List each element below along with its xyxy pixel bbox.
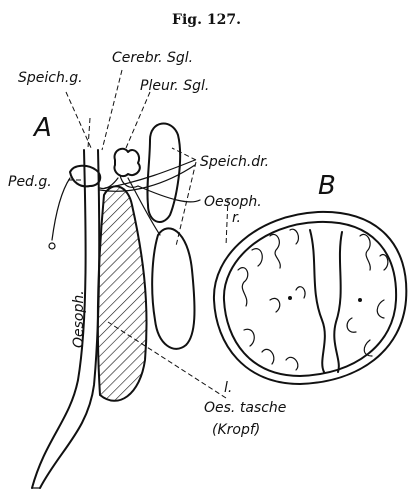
pleur-sgl-label: Pleur. Sgl. [140, 78, 209, 94]
cerebr-sgl-label: Cerebr. Sgl. [112, 50, 193, 66]
speich-dr-label: Speich.dr. [200, 154, 269, 170]
oesoph-vertical-label: Oesoph. [71, 290, 87, 348]
ganglion-cluster [100, 149, 140, 189]
oesophagus-tube [32, 150, 99, 488]
panel-b-label: B [318, 171, 336, 201]
r-label: r. [232, 210, 241, 226]
oes-tasche-label: Oes. tasche [204, 400, 286, 416]
pedal-ganglion [49, 166, 100, 249]
cross-section [214, 212, 406, 384]
leader-lines [66, 70, 228, 398]
speich-g-label: Speich.g. [18, 70, 83, 86]
salivary-gland-upper [147, 124, 180, 223]
kropf-label: (Kropf) [212, 422, 260, 438]
l-label: l. [224, 380, 232, 396]
salivary-gland-lower [152, 228, 194, 348]
oesoph-r-label: Oesoph. [204, 194, 262, 210]
panel-a-label: A [32, 113, 52, 143]
ped-g-label: Ped.g. [8, 174, 52, 190]
crop-pouch [98, 186, 147, 401]
